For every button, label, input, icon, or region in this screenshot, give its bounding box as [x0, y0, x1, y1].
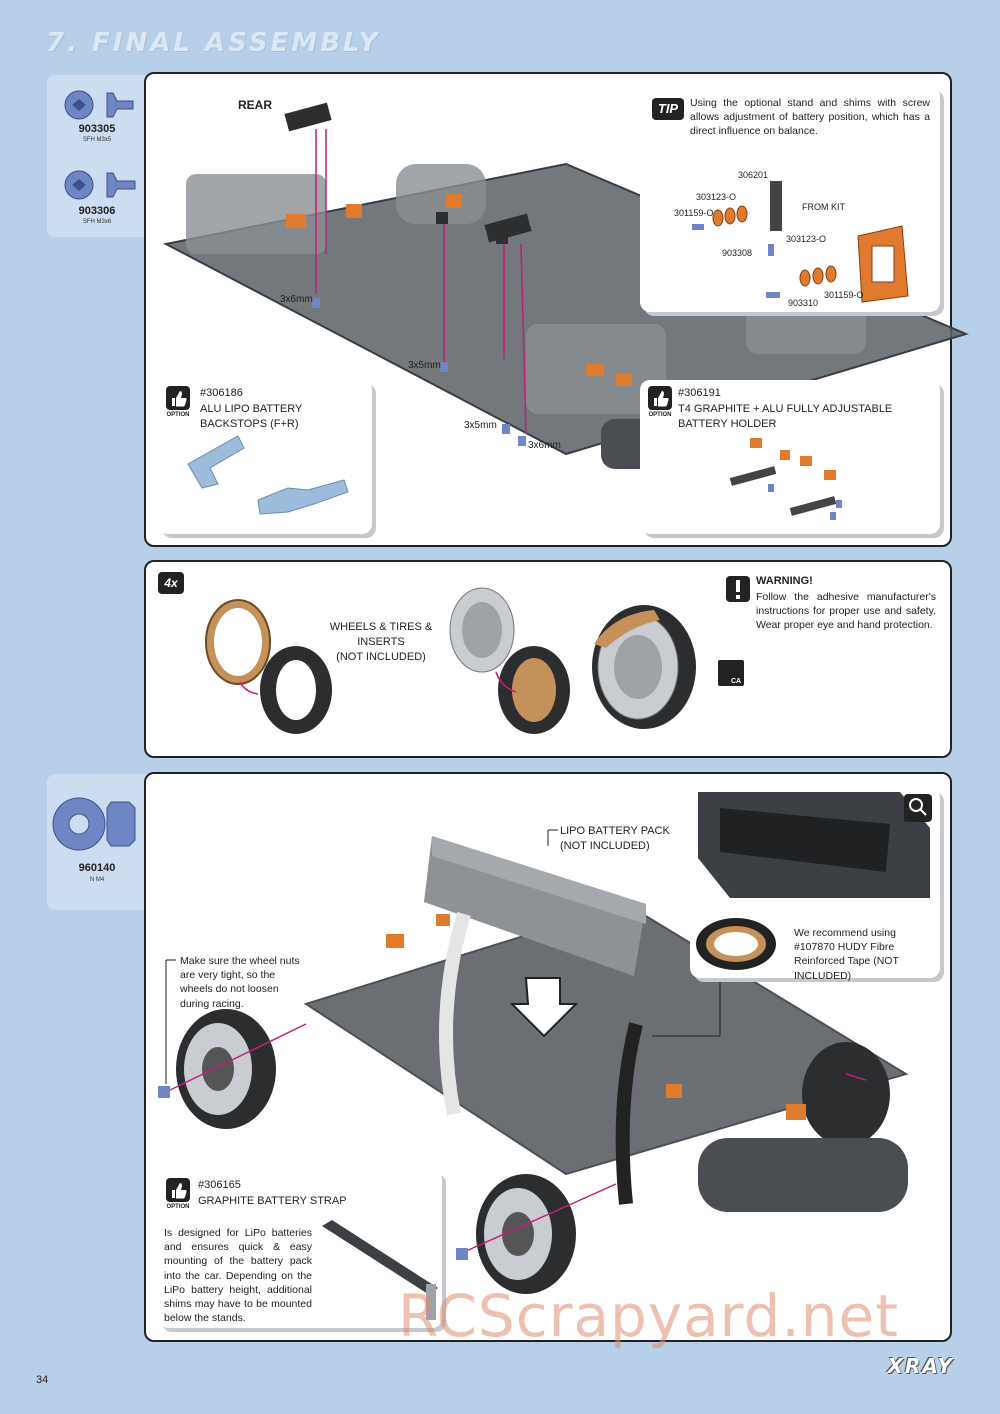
- option-number: #306186: [200, 387, 243, 399]
- detail-label: DETAIL: [904, 818, 922, 824]
- countersunk-screw-icon: [64, 90, 134, 120]
- shims-stand-illustration: [692, 181, 909, 303]
- part-number: 903305: [78, 123, 116, 135]
- thumbs-up-icon: [166, 1178, 190, 1202]
- option-title: GRAPHITE BATTERY STRAP: [198, 1195, 347, 1207]
- part-number: 903306: [78, 205, 116, 217]
- brand-logo: XRAY: [887, 1354, 954, 1378]
- step2-panel: 4x WHEELS & TIRES & INSERTS (NOT INCLUDE…: [144, 560, 952, 758]
- option-number: #306165: [198, 1179, 241, 1191]
- tip-text: Using the optional stand and shims with …: [690, 97, 930, 138]
- screw-size-label: 3x5mm: [464, 420, 497, 431]
- option-box: OPTION #306186 ALU LIPO BATTERY BACKSTOP…: [158, 380, 372, 534]
- warning-text: Follow the adhesive manufacturer's instr…: [756, 591, 936, 632]
- callout-label: 301159-O: [824, 290, 864, 300]
- option-box: OPTION #306165 GRAPHITE BATTERY STRAP Is…: [158, 1170, 442, 1328]
- magnifier-icon: [904, 794, 932, 822]
- thumbs-up-icon: [648, 386, 672, 410]
- callout-label: 303123-O: [696, 192, 737, 202]
- tip-badge: TIP: [652, 98, 684, 120]
- section-title: 7. FINAL ASSEMBLY: [46, 28, 381, 58]
- screw-size-label: 3x6mm: [280, 294, 313, 305]
- part-description: SFH M3x6: [82, 219, 112, 225]
- wheel-assembly-illustration: [205, 587, 744, 734]
- battery-strap-illustration: [322, 1220, 438, 1320]
- option-description: Is designed for LiPo batteries and ensur…: [164, 1227, 312, 1325]
- battery-pack-label: LIPO BATTERY PACK (NOT INCLUDED): [560, 825, 670, 852]
- thumbs-up-icon: [166, 386, 190, 410]
- option-number: #306191: [678, 387, 721, 399]
- part-description: N M4: [89, 877, 105, 883]
- warning-title: WARNING!: [756, 575, 813, 587]
- screw-size-label: 3x5mm: [408, 360, 441, 371]
- rear-label: REAR: [238, 98, 273, 112]
- callout-label: 306201: [738, 170, 769, 180]
- option-label: OPTION: [166, 1204, 190, 1210]
- option-box: OPTION #306191 T4 GRAPHITE + ALU FULLY A…: [640, 380, 940, 534]
- part-description: SFH M3x5: [82, 137, 112, 143]
- option-title: T4 GRAPHITE + ALU FULLY ADJUSTABLE BATTE…: [678, 403, 893, 430]
- ca-glue-label: CA: [731, 678, 742, 685]
- battery-holder-illustration: [729, 438, 842, 520]
- flanged-nut-icon: [52, 797, 136, 851]
- callout-label: 903310: [788, 298, 819, 308]
- screw-size-label: 3x6mm: [528, 440, 561, 451]
- countersunk-screw-icon: [64, 170, 136, 200]
- tip-box: TIP Using the optional stand and shims w…: [640, 86, 940, 312]
- wheels-note: WHEELS & TIRES & INSERTS (NOT INCLUDED): [329, 621, 433, 663]
- backstops-illustration: [187, 435, 349, 515]
- quantity-badge: 4x: [158, 572, 184, 594]
- part-number: 960140: [78, 862, 116, 874]
- parts-tab-top: 903305 SFH M3x5 903306 SFH M3x6: [47, 75, 147, 237]
- callout-label: 303123-O: [786, 234, 827, 244]
- step3-panel: LIPO BATTERY PACK (NOT INCLUDED) Make su…: [144, 772, 952, 1342]
- page-number: 34: [36, 1374, 49, 1386]
- step1-panel: REAR 3x6mm 3x5mm 3x5mm 3x6mm TIP Using t…: [144, 72, 969, 547]
- watermark: RCScrapyard.net: [398, 1282, 899, 1350]
- warning-icon: [726, 576, 750, 602]
- option-label: OPTION: [166, 412, 190, 418]
- detail-illustration: [696, 792, 930, 970]
- wheel-nut-note: Make sure the wheel nuts are very tight,…: [180, 955, 300, 1010]
- option-title: ALU LIPO BATTERY BACKSTOPS (F+R): [200, 403, 303, 430]
- callout-label: 903308: [722, 248, 753, 258]
- callout-label: 301159-O: [674, 208, 714, 218]
- option-label: OPTION: [648, 412, 672, 418]
- callout-label: FROM KIT: [802, 202, 845, 212]
- tape-recommendation: We recommend using #107870 HUDY Fibre Re…: [794, 927, 899, 982]
- car-illustration: [158, 829, 909, 1294]
- parts-tab-bottom: 960140 N M4: [47, 774, 147, 910]
- detail-box: DETAIL We recommend using #107870 HUDY F…: [690, 788, 940, 982]
